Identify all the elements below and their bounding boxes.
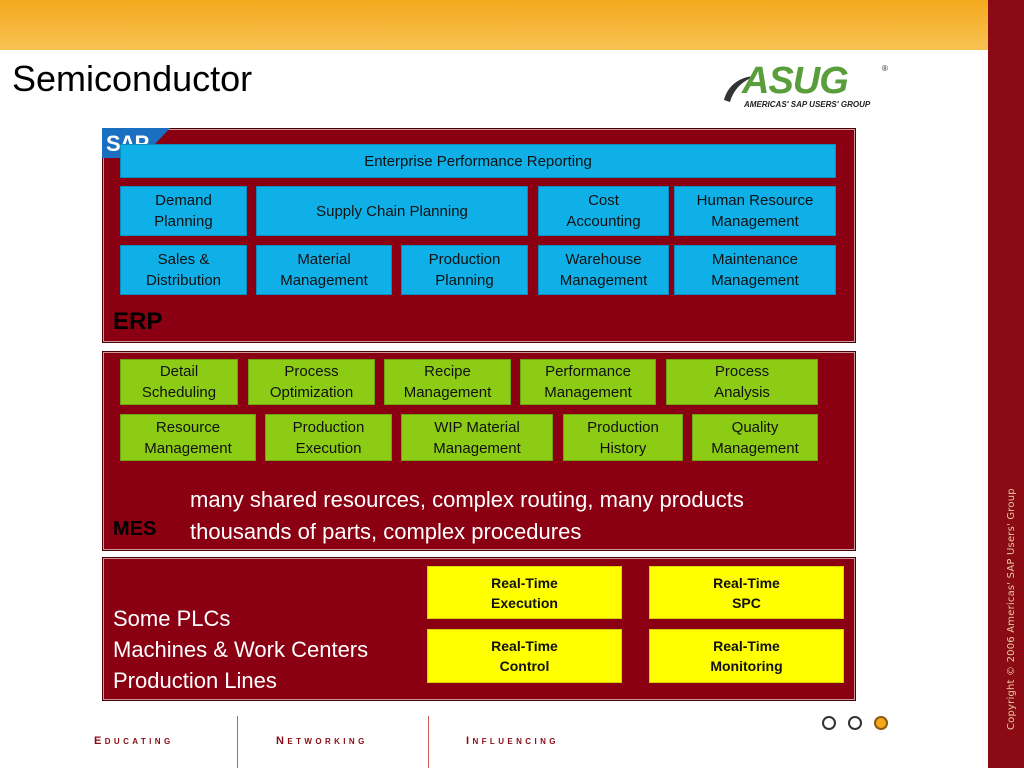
realtime-box: Real-Time Execution: [427, 566, 622, 619]
erp-module-box: Sales & Distribution: [120, 245, 247, 295]
mes-module-box: Recipe Management: [384, 359, 511, 405]
erp-module-box: Warehouse Management: [538, 245, 669, 295]
erp-label: ERP: [113, 308, 163, 335]
mes-module-box: Process Optimization: [248, 359, 375, 405]
mes-label: MES: [113, 518, 157, 540]
slide-navigation-dots: [822, 716, 892, 730]
mes-description-line: thousands of parts, complex procedures: [190, 519, 582, 544]
footer-divider: [428, 716, 429, 768]
erp-module-box: Material Management: [256, 245, 392, 295]
mes-module-box: Detail Scheduling: [120, 359, 238, 405]
plant-floor-list: Some PLCs Machines & Work Centers Produc…: [113, 603, 368, 696]
footer-word-educating: Educating: [94, 735, 174, 747]
mes-module-box: WIP Material Management: [401, 414, 553, 461]
footer-word-networking: Networking: [276, 735, 368, 747]
asug-logo: ASUG ® AMERICAS' SAP USERS' GROUP: [720, 60, 895, 114]
plant-floor-line: Some PLCs: [113, 606, 231, 631]
footer-word-influencing: Influencing: [466, 735, 559, 747]
realtime-box: Real-Time SPC: [649, 566, 844, 619]
page-dot[interactable]: [848, 716, 862, 730]
erp-module-box: Supply Chain Planning: [256, 186, 528, 236]
sap-logo-shape: [102, 128, 170, 158]
mes-description: many shared resources, complex routing, …: [190, 484, 744, 548]
asug-tagline: AMERICAS' SAP USERS' GROUP: [744, 100, 871, 109]
realtime-box: Real-Time Control: [427, 629, 622, 683]
page-dot[interactable]: [822, 716, 836, 730]
erp-module-box: Human Resource Management: [674, 186, 836, 236]
erp-module-box: Maintenance Management: [674, 245, 836, 295]
side-color-band: Copyright © 2006 Americas' SAP Users' Gr…: [988, 0, 1024, 768]
mes-module-box: Process Analysis: [666, 359, 818, 405]
slide-title: Semiconductor: [12, 58, 253, 99]
mes-module-box: Quality Management: [692, 414, 818, 461]
erp-module-box: Production Planning: [401, 245, 528, 295]
erp-module-box: Demand Planning: [120, 186, 247, 236]
erp-header-box: Enterprise Performance Reporting: [120, 144, 836, 178]
asug-wordmark: ASUG: [742, 60, 849, 102]
mes-module-box: Production History: [563, 414, 683, 461]
plant-floor-line: Machines & Work Centers: [113, 637, 369, 662]
mes-module-box: Performance Management: [520, 359, 656, 405]
copyright-text: Copyright © 2006 Americas' SAP Users' Gr…: [1006, 488, 1017, 730]
plant-floor-line: Production Lines: [113, 668, 277, 693]
realtime-box: Real-Time Monitoring: [649, 629, 844, 683]
footer-divider: [237, 716, 238, 768]
footer: Educating Networking Influencing: [0, 716, 988, 768]
asug-registered-mark: ®: [882, 64, 888, 73]
mes-module-box: Resource Management: [120, 414, 256, 461]
mes-module-box: Production Execution: [265, 414, 392, 461]
top-color-band: [0, 0, 988, 50]
asug-swoosh-icon: [724, 76, 756, 102]
mes-description-line: many shared resources, complex routing, …: [190, 487, 744, 512]
page-dot-active[interactable]: [874, 716, 888, 730]
erp-module-box: Cost Accounting: [538, 186, 669, 236]
copyright-notice: Copyright © 2006 Americas' SAP Users' Gr…: [988, 488, 1024, 730]
